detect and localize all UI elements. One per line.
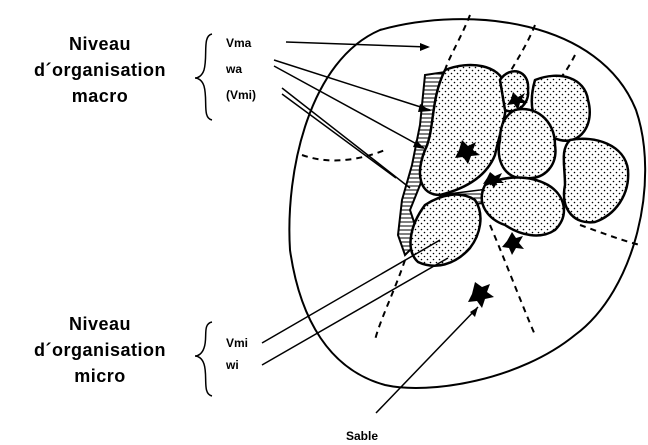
label-vmi-micro: Vmi [226,336,248,350]
aggregate-d [499,109,556,178]
leader-wi [262,258,448,365]
label-wi: wi [225,358,239,372]
micro-brace [195,322,212,396]
label-wa: wa [225,62,242,76]
leader-vmi-macro-2 [282,94,396,178]
aggregate-g [411,195,481,266]
aggregate-b [500,71,528,111]
macro-title-line1: Niveau [69,34,131,54]
micro-title-line2: d´organisation [34,340,166,360]
macro-title-line2: d´organisation [34,60,166,80]
leader-wa-2 [274,66,424,148]
macro-group-label: Niveau d´organisation macro Vma wa (Vmi) [34,34,256,120]
macro-brace [195,34,212,120]
label-vmi-macro: (Vmi) [226,88,256,102]
aggregates [411,65,629,266]
sand-grain-4 [502,232,524,255]
aggregate-e [564,139,628,223]
label-sable: Sable [346,429,378,443]
sand-grain-5 [468,282,494,308]
leader-sable [376,307,478,413]
micro-title-line1: Niveau [69,314,131,334]
micro-group-label: Niveau d´organisation micro Vmi wi [34,314,248,396]
leader-wa-1 [274,60,430,110]
macro-title-line3: macro [72,86,129,106]
micro-title-line3: micro [74,366,126,386]
label-vma: Vma [226,36,252,50]
leader-vmi-micro [262,240,440,343]
